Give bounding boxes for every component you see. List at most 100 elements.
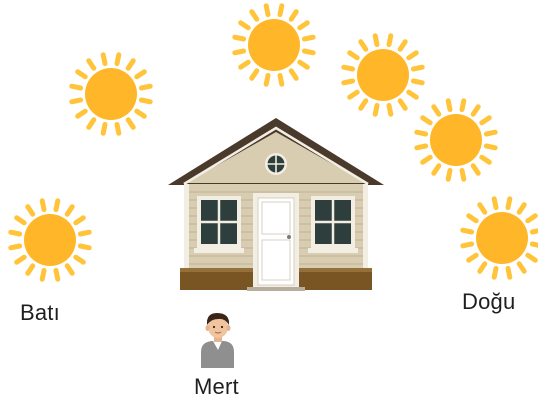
sun-ray <box>361 42 366 50</box>
sun-icon-upper-right <box>344 36 422 114</box>
sun-ray <box>508 268 510 277</box>
sun-ray <box>137 111 145 116</box>
sun-ray <box>304 51 313 53</box>
sun-ray <box>486 146 495 148</box>
sun-ray <box>291 12 296 20</box>
sun-ray <box>72 86 81 88</box>
sun-ray <box>482 118 490 123</box>
sun-core <box>430 114 482 166</box>
sun-ray <box>344 67 353 69</box>
sun-ray <box>350 53 358 58</box>
sun-ray <box>519 264 524 272</box>
sun-icon-top <box>235 6 313 84</box>
sun-ray <box>409 92 417 97</box>
sun-ray <box>266 6 268 15</box>
sun-ray <box>389 36 391 45</box>
house-window-right <box>308 196 358 253</box>
sun-ray <box>417 132 426 134</box>
sun-ray <box>389 105 391 114</box>
sun-ray <box>42 270 44 279</box>
sun-ray <box>56 270 58 279</box>
sun-ray <box>480 264 485 272</box>
sun-ray <box>117 124 119 133</box>
sun-ray <box>128 61 133 68</box>
sun-ray <box>532 230 538 232</box>
sun-ray <box>103 55 105 64</box>
sun-ray <box>11 246 20 248</box>
house-window-left <box>194 196 244 253</box>
sun-ray <box>463 244 472 246</box>
sun-ray <box>266 75 268 84</box>
sun-ray <box>400 101 405 109</box>
sun-ray <box>17 218 25 223</box>
sun-icon-upper-left <box>72 55 150 133</box>
sun-ray <box>89 120 94 128</box>
sun-ray <box>413 81 422 83</box>
sun-ray <box>56 201 58 210</box>
sun-ray <box>469 255 477 260</box>
sun-ray <box>423 157 431 162</box>
sun-ray <box>462 101 464 110</box>
sun-core <box>24 214 76 266</box>
sun-ray <box>141 86 150 88</box>
sun-ray <box>67 207 72 215</box>
sun-ray <box>103 124 105 133</box>
sun-ray <box>117 55 119 64</box>
sun-ray <box>252 71 257 79</box>
sun-ray <box>80 232 89 234</box>
sun-ray <box>482 157 490 162</box>
house-door <box>253 193 299 287</box>
sun-ray <box>28 266 33 274</box>
sun-ray <box>473 107 478 115</box>
sun-ray <box>469 216 477 221</box>
east-direction-label: Doğu <box>462 289 515 315</box>
sun-ray <box>528 255 536 260</box>
sun-icon-east <box>463 199 538 277</box>
sun-ray <box>304 37 313 39</box>
sun-ray <box>434 166 439 174</box>
sun-ray <box>137 72 145 77</box>
sun-ray <box>409 53 417 58</box>
sun-ray <box>480 205 485 213</box>
sun-ray <box>448 101 450 110</box>
house-icon <box>168 118 384 291</box>
sun-ray <box>89 61 94 68</box>
west-direction-label: Batı <box>20 300 60 326</box>
sun-ray <box>241 62 249 67</box>
sun-core <box>85 68 137 120</box>
sun-ray <box>532 244 538 246</box>
sun-core <box>476 212 528 264</box>
sun-ray <box>300 23 308 28</box>
sun-icon-west <box>11 201 89 279</box>
sun-ray <box>280 6 282 15</box>
person-name-label: Mert <box>194 374 239 400</box>
sun-ray <box>528 216 536 221</box>
sun-ray <box>448 170 450 179</box>
sun-ray <box>375 105 377 114</box>
sun-ray <box>361 101 366 109</box>
sun-core <box>357 49 409 101</box>
sun-ray <box>508 199 510 208</box>
sun-ray <box>300 62 308 67</box>
sun-ray <box>350 92 358 97</box>
sun-ray <box>17 257 25 262</box>
sun-ray <box>80 246 89 248</box>
sun-ray <box>76 257 84 262</box>
sun-ray <box>28 207 33 215</box>
sun-ray <box>280 75 282 84</box>
sun-ray <box>375 36 377 45</box>
sun-ray <box>434 107 439 115</box>
sun-ray <box>128 120 133 128</box>
sun-ray <box>78 111 86 116</box>
sun-ray <box>67 266 72 274</box>
sun-ray <box>72 100 81 102</box>
sun-ray <box>241 23 249 28</box>
sun-ray <box>235 51 244 53</box>
sun-ray <box>486 132 495 134</box>
boy-person-icon <box>201 313 234 368</box>
sun-ray <box>494 268 496 277</box>
sun-ray <box>463 230 472 232</box>
sun-core <box>248 19 300 71</box>
sun-ray <box>252 12 257 20</box>
